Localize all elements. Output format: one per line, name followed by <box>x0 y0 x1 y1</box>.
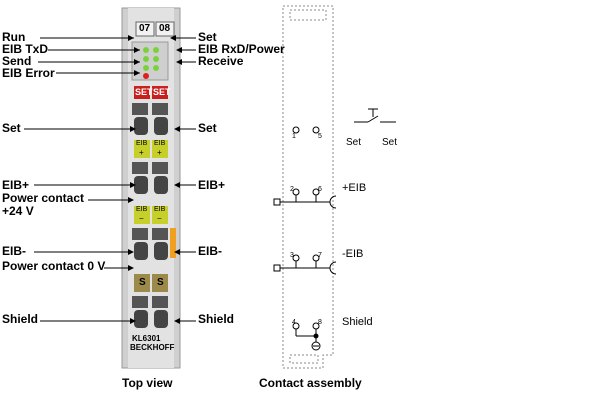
eib-minus-tag-left <box>134 206 150 224</box>
label-shield-right: Shield <box>198 312 235 326</box>
label-set-top-right: Set <box>198 30 217 44</box>
label-set-left: Set <box>2 121 21 135</box>
left-leader-lines <box>24 37 140 322</box>
label-eib-plus-right: EIB+ <box>198 178 226 192</box>
s-tag-right <box>152 274 168 292</box>
pin-1: 1 <box>292 133 296 140</box>
label-eib-error: EIB Error <box>2 66 55 80</box>
module-brand: BECKHOFF <box>130 343 175 352</box>
contact-pins <box>292 126 320 330</box>
led-send <box>143 65 149 71</box>
contact-label-eib-plus: +EIB <box>342 182 367 194</box>
terminal-row-shield <box>132 296 168 328</box>
pin-4: 4 <box>292 319 296 326</box>
eib-minus-tag-right-text: EIB <box>154 206 166 213</box>
led-receive <box>153 65 159 71</box>
eib-minus-tag-left-text: EIB <box>136 206 148 213</box>
eib-plus-wiring <box>273 195 337 209</box>
set-tag-left-text: SET <box>135 87 153 97</box>
label-power-contact-24v-2: +24 V <box>2 204 34 218</box>
label-eib-minus-right: EIB- <box>198 244 222 258</box>
label-power-contact-24v-1: Power contact <box>2 191 85 205</box>
eib-minus-tag-right <box>152 206 168 224</box>
label-eib-txd: EIB TxD <box>2 42 49 56</box>
eib-plus-tag-right-text: EIB <box>154 140 166 147</box>
eib-minus-wiring <box>273 261 337 275</box>
s-tag-right-text: S <box>157 277 164 288</box>
eib-plus-sign-left: + <box>139 148 144 157</box>
orange-tab <box>170 228 176 258</box>
contact-outline <box>282 5 334 369</box>
top-number-box-1 <box>135 21 155 37</box>
pin-7: 7 <box>318 252 322 259</box>
set-tag-right-text: SET <box>153 87 171 97</box>
led-eib-error <box>143 73 149 79</box>
contact-label-eib-minus: -EIB <box>342 248 364 260</box>
left-arrowheads <box>128 35 140 324</box>
label-eib-plus-left: EIB+ <box>2 178 30 192</box>
set-tag-left <box>134 86 150 99</box>
led-run <box>143 47 149 53</box>
caption-top-view: Top view <box>122 376 173 390</box>
module-model: KL6301 <box>132 334 161 343</box>
switch-label-set-left: Set <box>346 137 362 148</box>
right-arrowheads <box>170 35 182 324</box>
switch-label-set-right: Set <box>382 137 398 148</box>
pin-6: 6 <box>318 186 322 193</box>
set-switch-icon <box>354 108 396 123</box>
led-eib-rxd <box>153 56 159 62</box>
module-number-07: 07 <box>139 23 151 34</box>
set-tag-right <box>152 86 168 99</box>
pin-5: 5 <box>318 133 322 140</box>
s-tag-left-text: S <box>139 277 146 288</box>
eib-minus-sign-right: − <box>157 214 162 223</box>
led-set <box>153 47 159 53</box>
eib-minus-sign-left: − <box>139 214 144 223</box>
eib-plus-sign-right: + <box>157 148 162 157</box>
label-receive: Receive <box>198 54 244 68</box>
caption-contact-assembly: Contact assembly <box>259 376 362 390</box>
module-number-08: 08 <box>159 23 171 34</box>
terminal-row-eib-minus <box>132 228 168 260</box>
label-eib-minus-left: EIB- <box>2 244 26 258</box>
label-power-contact-0v: Power contact 0 V <box>2 259 106 273</box>
eib-plus-tag-right <box>152 140 168 158</box>
pin-2: 2 <box>290 186 294 193</box>
eib-plus-tag-left-text: EIB <box>136 140 148 147</box>
label-run: Run <box>2 30 26 44</box>
label-shield-left: Shield <box>2 312 39 326</box>
pin-8: 8 <box>318 319 322 326</box>
pin-3: 3 <box>290 252 294 259</box>
label-send: Send <box>2 54 32 68</box>
terminal-row-eib-plus <box>132 162 168 194</box>
label-set-right: Set <box>198 121 217 135</box>
shield-ground-icon <box>295 329 321 351</box>
eib-plus-tag-left <box>134 140 150 158</box>
s-tag-left <box>134 274 150 292</box>
top-number-box-2 <box>155 21 175 37</box>
contact-label-shield: Shield <box>342 316 373 328</box>
led-eib-txd <box>143 56 149 62</box>
terminal-row-set <box>132 103 168 135</box>
label-eib-rxd-power: EIB RxD/Power <box>198 42 285 56</box>
